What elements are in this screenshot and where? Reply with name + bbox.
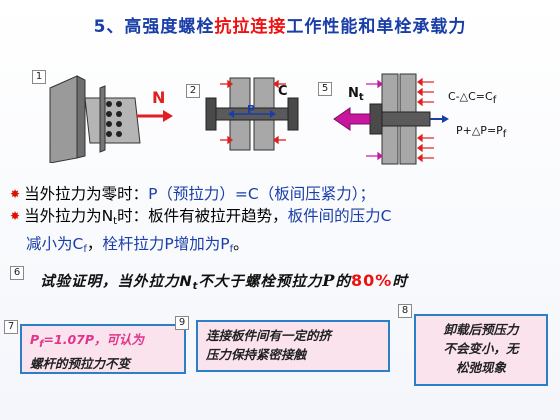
note-contact-line2: 压力保持紧密接触 [206, 347, 307, 362]
p-equation-text: P+△P=P [456, 124, 503, 137]
experiment-text-3: 的 [335, 274, 351, 290]
figure-5-nt-label: Nt [348, 86, 364, 103]
note-9-number: 9 [175, 316, 189, 330]
bullet-2-line2-sep: ， [86, 235, 103, 253]
figure-2-bolt-section-diagram [205, 77, 299, 151]
bullet-2-mid: 时：板件有被拉开趋势， [117, 207, 288, 225]
title-text-highlight: 抗拉连接 [214, 17, 287, 37]
experiment-percent: 80% [350, 271, 393, 290]
note-7-number: 7 [4, 320, 18, 334]
page-title: 5、高强度螺栓抗拉连接工作性能和单栓承载力 [0, 12, 560, 37]
bullet-star-icon: ✸ [10, 209, 21, 223]
bullet-2-line2-b: 栓杆拉力P增加为P [102, 235, 230, 253]
bullet-2-line2-end: 。 [233, 235, 249, 253]
experiment-text-4: 时 [392, 274, 408, 290]
title-text-2: 工作性能和单栓承载力 [286, 17, 467, 37]
title-number: 5 [93, 17, 107, 37]
p-equation-sub: f [502, 129, 507, 140]
bullet-2-line2-sub2: f [229, 244, 234, 255]
experiment-sub: t [192, 281, 199, 292]
figure-2-number: 2 [186, 84, 200, 98]
note-pf-sub: f [39, 339, 44, 350]
figure-2-c-label: C [278, 84, 288, 99]
figure-5-p-equation: P+△P=Pf [456, 124, 506, 140]
experiment-text-2: 不大于螺栓预拉力 [198, 274, 323, 290]
note-unload-line3: 松弛现象 [455, 360, 506, 375]
figure-1-number: 1 [32, 70, 46, 84]
note-pf-line2: 螺杆的预拉力不变 [30, 356, 131, 371]
note-unload-line2: 不会变小，无 [443, 341, 519, 356]
note-contact-box: 连接板件间有一定的挤 压力保持紧密接触 [196, 320, 390, 372]
figure-5-external-tension-diagram [333, 73, 449, 165]
figure-1-tstub-diagram [49, 75, 173, 163]
experiment-text-1: 试验证明，当外拉力N [40, 274, 193, 290]
bullet-star-icon: ✸ [10, 187, 21, 201]
figure-1-force-label: N [152, 88, 166, 107]
bullet-1-highlight: P（预拉力）=C（板间压紧力）； [148, 185, 375, 203]
bullet-2-line2-a: 减小为C [26, 235, 84, 253]
note-pf-box: Pf=1.07P，可认为 螺杆的预拉力不变 [20, 324, 186, 374]
bullet-2-highlight: 板件间的压力C [287, 207, 392, 225]
note-pf-line1-rest: =1.07P，可认为 [43, 332, 145, 347]
bullet-1-prefix: 当外拉力为零时： [24, 185, 149, 203]
note-pf-line1: Pf=1.07P，可认为 [30, 330, 176, 354]
c-equation-text: C-△C=C [448, 90, 493, 103]
nt-label-sub: t [358, 92, 364, 103]
note-8-number: 8 [398, 304, 412, 318]
experiment-statement: 试验证明，当外拉力Nt不大于螺栓预拉力P的80%时 [40, 270, 408, 292]
bullet-2-line2-sub: f [83, 244, 87, 255]
c-equation-sub: f [492, 95, 497, 106]
note-contact-line1: 连接板件间有一定的挤 [206, 328, 332, 343]
title-text-1: 、高强度螺栓 [106, 17, 215, 37]
bullet-2-prefix: 当外拉力为N [24, 207, 114, 225]
bullet-nt-force-line2: 减小为Cf，栓杆拉力P增加为Pf。 [10, 233, 555, 261]
figure-5-number: 5 [318, 82, 332, 96]
note-unload-box: 卸载后预压力 不会变小，无 松弛现象 [414, 314, 548, 386]
bullet-2-sub: t [113, 216, 118, 227]
figure-2-p-label: P [247, 103, 256, 116]
experiment-p: P [322, 271, 336, 290]
figure-5-c-equation: C-△C=Cf [448, 90, 496, 106]
bullet-list: ✸当外拉力为零时：P（预拉力）=C（板间压紧力）； ✸当外拉力为Nt时：板件有被… [10, 183, 555, 261]
experiment-number: 6 [10, 266, 24, 280]
bullet-zero-force: ✸当外拉力为零时：P（预拉力）=C（板间压紧力）； [10, 183, 555, 205]
note-pf-symbol: P [30, 332, 40, 347]
nt-label-n: N [348, 86, 359, 101]
note-unload-line1: 卸载后预压力 [443, 322, 519, 337]
bullet-nt-force: ✸当外拉力为Nt时：板件有被拉开趋势，板件间的压力C [10, 205, 555, 233]
